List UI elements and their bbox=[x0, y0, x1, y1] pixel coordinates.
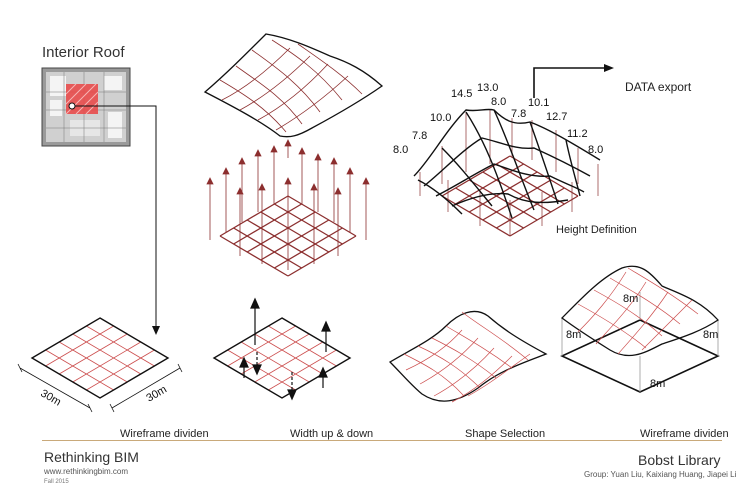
plan-connector-arrow bbox=[75, 105, 160, 335]
height-value: 8.0 bbox=[588, 144, 604, 156]
height-value: 8.0 bbox=[491, 96, 507, 108]
roof-box-diagram bbox=[560, 265, 720, 393]
group-members: Group: Yuan Liu, Kaixiang Huang, Jiapei … bbox=[584, 470, 737, 479]
page-title: Interior Roof bbox=[42, 44, 125, 61]
height-value: 12.7 bbox=[546, 111, 568, 123]
displacement-arrows bbox=[239, 297, 331, 401]
floating-surface bbox=[203, 33, 384, 138]
box-height-left: 8m bbox=[566, 329, 582, 341]
term-label: Fall 2015 bbox=[44, 479, 69, 485]
height-value: 10.1 bbox=[528, 97, 550, 109]
export-label: DATA export bbox=[625, 80, 692, 94]
wireframe-grid-2 bbox=[212, 317, 352, 399]
brand-name: Rethinking BIM bbox=[44, 449, 139, 465]
height-definition-caption: Height Definition bbox=[556, 224, 637, 236]
project-name: Bobst Library bbox=[638, 452, 721, 468]
caption-shape-selection: Shape Selection bbox=[465, 428, 546, 440]
wireframe-grid-1 bbox=[30, 317, 170, 399]
height-value: 7.8 bbox=[511, 108, 527, 120]
export-arrow bbox=[533, 64, 614, 98]
box-height-right: 8m bbox=[703, 329, 719, 341]
height-value: 10.0 bbox=[430, 112, 452, 124]
roof-point-marker bbox=[68, 102, 76, 110]
brand-website: www.rethinkingbim.com bbox=[44, 467, 129, 476]
height-value: 11.2 bbox=[567, 128, 588, 140]
dimension-lines bbox=[17, 363, 183, 413]
height-value: 7.8 bbox=[412, 130, 428, 142]
height-arrows bbox=[206, 139, 370, 270]
caption-wireframe-dividen-2: Wireframe dividen bbox=[640, 428, 729, 440]
caption-wireframe-dividen-1: Wireframe dividen bbox=[120, 428, 209, 440]
height-definition-surface bbox=[413, 108, 601, 237]
height-value: 13.0 bbox=[477, 82, 499, 94]
floor-plan-thumbnail bbox=[41, 67, 131, 147]
box-height-bottom: 8m bbox=[650, 378, 666, 390]
caption-width-up-down: Width up & down bbox=[290, 428, 374, 440]
shape-selection-surface bbox=[388, 310, 548, 403]
footer-divider bbox=[42, 440, 722, 441]
box-height-top: 8m bbox=[623, 293, 639, 305]
height-value: 14.5 bbox=[451, 88, 473, 100]
height-value: 8.0 bbox=[393, 144, 409, 156]
